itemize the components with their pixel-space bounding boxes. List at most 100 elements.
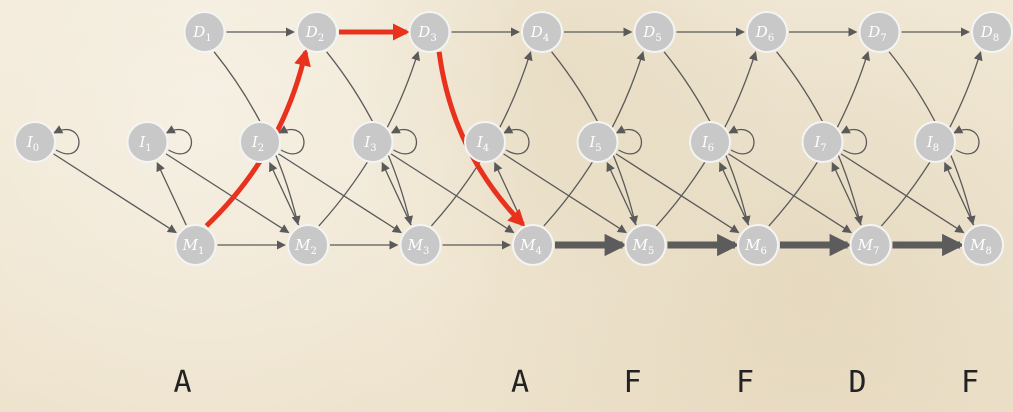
state-circle-I3 — [351, 121, 394, 163]
state-circle-D5 — [633, 11, 676, 53]
edge-M1-I1 — [156, 162, 187, 226]
sequence-letter-4: F — [736, 365, 754, 400]
self-loop-I1 — [165, 125, 193, 155]
self-loop-I3 — [390, 125, 418, 155]
state-node-D5: D5 — [633, 11, 676, 53]
state-node-D3: D3 — [408, 11, 451, 53]
state-circle-D3 — [408, 11, 451, 53]
edge-M8-I8 — [944, 162, 975, 226]
state-node-I2: I2 — [239, 121, 281, 163]
edge-M2-I2 — [269, 162, 300, 226]
edge-M3-I3 — [381, 162, 412, 226]
state-circle-M5 — [624, 224, 667, 266]
state-label-D2: D2 — [305, 23, 324, 44]
state-label-D8: D8 — [980, 23, 999, 44]
state-circle-I7 — [801, 121, 844, 163]
state-label-M1: M1 — [182, 236, 205, 257]
state-label-M4: M4 — [519, 236, 542, 257]
state-label-I6: I6 — [701, 133, 714, 154]
state-label-M7: M7 — [857, 236, 880, 257]
state-circle-I1 — [126, 121, 169, 163]
state-node-D8: D8 — [971, 11, 1013, 53]
state-node-D1: D1 — [183, 11, 226, 53]
state-circle-D2 — [296, 11, 338, 53]
edge-I4-M5 — [503, 153, 627, 234]
state-label-D6: D6 — [755, 23, 774, 44]
sequence-letter-5: D — [848, 365, 866, 400]
edge-I1-M2 — [165, 153, 290, 234]
edge-I3-M4 — [390, 153, 515, 234]
state-node-D4: D4 — [521, 11, 563, 53]
self-loop-I4 — [503, 125, 530, 155]
state-label-M5: M5 — [632, 236, 655, 257]
edge-M5-I5 — [606, 162, 637, 226]
state-node-D2: D2 — [296, 11, 338, 53]
state-circle-M8 — [962, 224, 1004, 266]
state-node-M1: M1 — [174, 224, 217, 266]
state-node-I8: I8 — [914, 121, 956, 163]
state-circle-I4 — [464, 121, 506, 163]
state-node-I0: I0 — [14, 121, 56, 163]
state-label-I4: I4 — [476, 133, 489, 154]
state-node-M7: M7 — [849, 224, 892, 266]
state-circle-M2 — [287, 224, 329, 266]
sequence-letter-3: F — [623, 365, 641, 400]
state-circle-M6 — [737, 224, 779, 266]
state-circle-I2 — [239, 121, 281, 163]
self-loop-I0 — [53, 125, 80, 155]
state-node-M3: M3 — [399, 224, 442, 266]
state-label-M6: M6 — [744, 236, 767, 257]
state-circle-D7 — [858, 11, 901, 53]
state-label-I8: I8 — [926, 133, 939, 154]
state-circle-M4 — [512, 224, 554, 266]
state-node-I7: I7 — [801, 121, 844, 163]
state-label-I5: I5 — [588, 133, 601, 154]
edge-I2-M3 — [278, 153, 402, 234]
sequence-letter-6: F — [961, 365, 979, 400]
state-node-I1: I1 — [126, 121, 169, 163]
state-node-D7: D7 — [858, 11, 901, 53]
state-circle-D6 — [746, 11, 788, 53]
edge-M7-I7 — [831, 162, 862, 226]
edge-I7-M8 — [840, 153, 965, 234]
state-label-I3: I3 — [363, 133, 376, 154]
state-circle-I8 — [914, 121, 956, 163]
state-circle-I0 — [14, 121, 56, 163]
state-node-M6: M6 — [737, 224, 779, 266]
state-label-M8: M8 — [969, 236, 992, 257]
edge-I5-M6 — [615, 153, 740, 234]
state-label-I2: I2 — [251, 133, 264, 154]
state-label-I7: I7 — [813, 133, 826, 154]
state-circle-M7 — [849, 224, 892, 266]
state-label-D5: D5 — [642, 23, 661, 44]
state-node-I5: I5 — [576, 121, 619, 163]
self-loop-I5 — [615, 125, 643, 155]
state-label-D7: D7 — [867, 23, 886, 44]
self-loop-I7 — [840, 125, 868, 155]
state-circle-M1 — [174, 224, 217, 266]
state-circle-D8 — [971, 11, 1013, 53]
state-circle-D1 — [183, 11, 226, 53]
state-node-D6: D6 — [746, 11, 788, 53]
sequence-letter-2: A — [511, 365, 529, 400]
sequence-letter-1: A — [173, 365, 191, 400]
edge-I6-M7 — [728, 153, 852, 234]
self-loop-I2 — [278, 125, 305, 155]
state-label-D3: D3 — [417, 23, 436, 44]
state-circle-D4 — [521, 11, 563, 53]
self-loop-I8 — [953, 125, 980, 155]
state-circle-M3 — [399, 224, 442, 266]
state-node-M8: M8 — [962, 224, 1004, 266]
state-label-M2: M2 — [294, 236, 317, 257]
state-node-M4: M4 — [512, 224, 554, 266]
state-label-M3: M3 — [407, 236, 430, 257]
state-label-I1: I1 — [138, 133, 151, 154]
state-node-I4: I4 — [464, 121, 506, 163]
state-node-I3: I3 — [351, 121, 394, 163]
state-node-I6: I6 — [689, 121, 731, 163]
state-circle-I5 — [576, 121, 619, 163]
state-node-M2: M2 — [287, 224, 329, 266]
state-label-I0: I0 — [26, 133, 39, 154]
